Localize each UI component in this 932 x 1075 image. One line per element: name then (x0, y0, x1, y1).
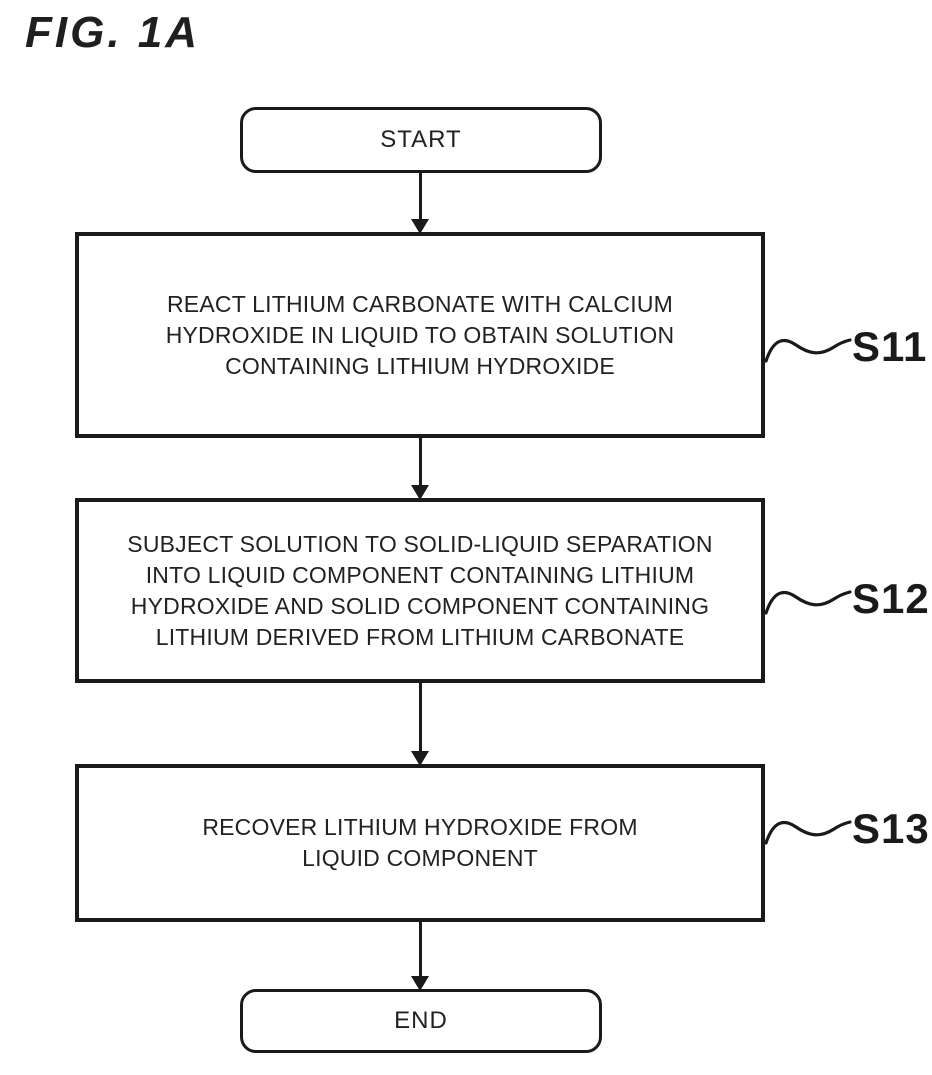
end-terminator: END (240, 989, 602, 1053)
process-text-line: RECOVER LITHIUM HYDROXIDE FROM (202, 814, 638, 840)
arrow-head-icon (411, 485, 429, 500)
process-box-s12: SUBJECT SOLUTION TO SOLID-LIQUID SEPARAT… (75, 498, 765, 683)
process-box-s13: RECOVER LITHIUM HYDROXIDE FROM LIQUID CO… (75, 764, 765, 922)
flow-arrow-s11-to-s12 (410, 437, 430, 500)
arrow-head-icon (411, 219, 429, 234)
arrow-shaft (418, 682, 422, 753)
flow-arrow-s12-to-s13 (410, 682, 430, 766)
flow-arrow-start-to-s11 (410, 172, 430, 234)
process-text-line: HYDROXIDE AND SOLID COMPONENT CONTAINING (130, 592, 710, 619)
start-label: START (380, 126, 462, 153)
arrow-head-icon (411, 751, 429, 766)
process-text-line: INTO LIQUID COMPONENT CONTAINING LITHIUM (145, 561, 695, 588)
process-text-line: SUBJECT SOLUTION TO SOLID-LIQUID SEPARAT… (127, 530, 713, 557)
arrow-shaft (418, 921, 422, 978)
step-label-s13: S13 (852, 805, 930, 852)
tilde-connector-s11 (764, 330, 852, 366)
end-label: END (394, 1007, 448, 1034)
step-label-s12: S12 (852, 575, 930, 622)
tilde-connector-s13 (764, 812, 852, 848)
process-text-line: CONTAINING LITHIUM HYDROXIDE (225, 352, 615, 379)
arrow-head-icon (411, 976, 429, 991)
arrow-shaft (418, 172, 422, 221)
process-text-line: LIQUID COMPONENT (302, 845, 538, 871)
figure-title: FIG. 1A (25, 8, 201, 57)
process-box-s11: REACT LITHIUM CARBONATE WITH CALCIUM HYD… (75, 232, 765, 438)
tilde-connector-s12 (764, 582, 852, 618)
start-terminator: START (240, 107, 602, 173)
step-label-s11: S11 (852, 323, 928, 370)
process-text-line: LITHIUM DERIVED FROM LITHIUM CARBONATE (155, 623, 685, 650)
arrow-shaft (418, 437, 422, 487)
process-text-line: REACT LITHIUM CARBONATE WITH CALCIUM (167, 290, 673, 317)
process-text-line: HYDROXIDE IN LIQUID TO OBTAIN SOLUTION (165, 321, 675, 348)
flow-arrow-s13-to-end (410, 921, 430, 991)
